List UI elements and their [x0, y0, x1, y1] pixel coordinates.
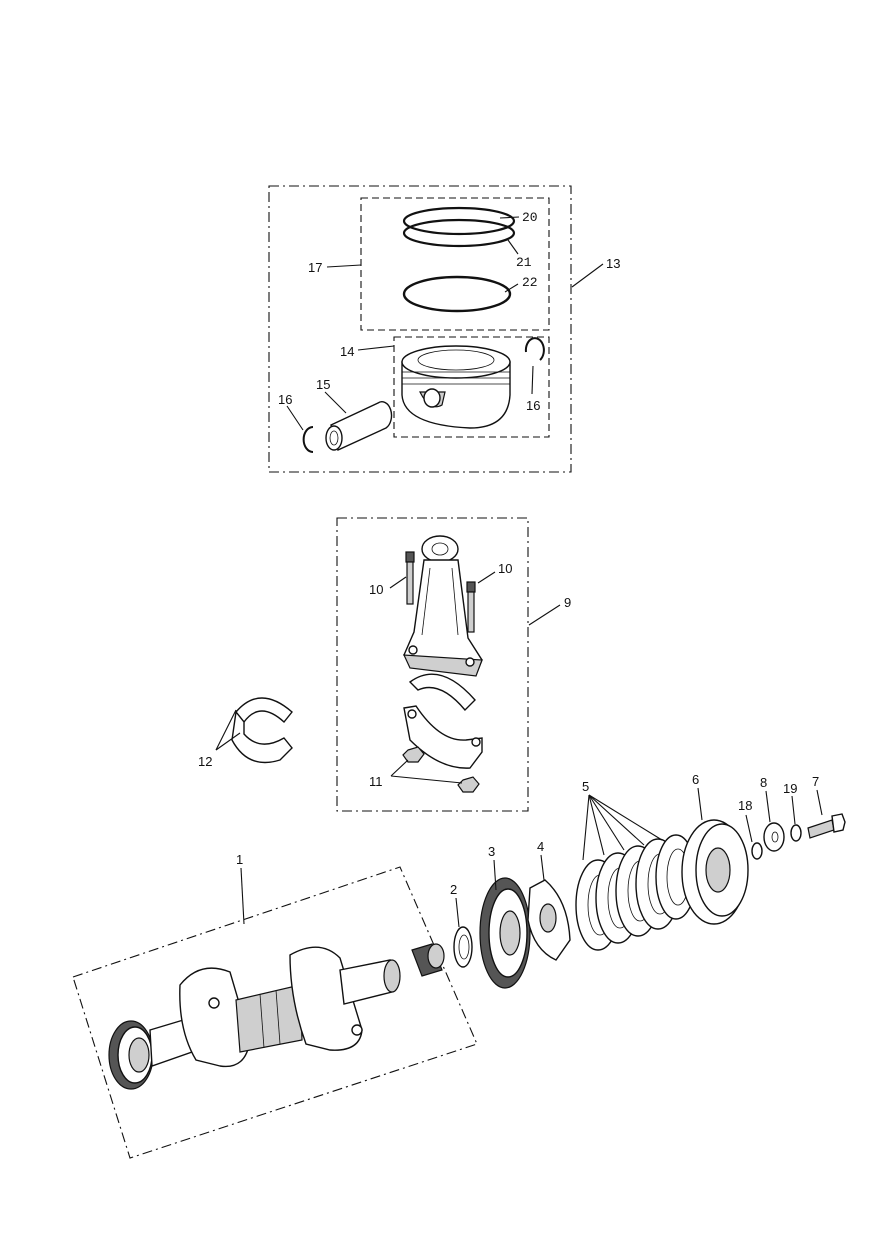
- conrod-group-box: [336, 517, 529, 812]
- callout-17: 17: [308, 260, 322, 275]
- callout-21: 21: [516, 255, 532, 270]
- callout-3: 3: [488, 844, 495, 859]
- drive-hub: [527, 879, 571, 961]
- callout-7: 7: [812, 774, 819, 789]
- circlip-left: [302, 426, 314, 453]
- bearing-shell-upper: [408, 673, 476, 712]
- main-bearing-shells: 12: [198, 697, 293, 769]
- crankshaft-box: [72, 866, 478, 1159]
- conrod-cap: [403, 705, 483, 769]
- piston-assembly-group: 20 21 22 17 13 14 15 16 16: [268, 185, 620, 473]
- callout-20: 20: [522, 210, 538, 225]
- callout-5: 5: [582, 779, 589, 794]
- piston-ring-top: [402, 206, 516, 248]
- callout-19: 19: [783, 781, 797, 796]
- washer-19: [790, 824, 802, 842]
- callout-2: 2: [450, 882, 457, 897]
- clutch-springs: [575, 834, 697, 951]
- piston-box: [393, 336, 550, 438]
- callout-1: 1: [236, 852, 243, 867]
- piston-group-box: [268, 185, 572, 473]
- callout-16-left: 16: [278, 392, 292, 407]
- washer-8: [763, 822, 785, 852]
- callout-14: 14: [340, 344, 354, 359]
- callout-10-right: 10: [498, 561, 512, 576]
- callout-22: 22: [522, 275, 538, 290]
- callout-13: 13: [606, 256, 620, 271]
- conrod-bolt-right: [466, 581, 476, 633]
- crankshaft: [149, 946, 401, 1068]
- crankshaft-group: 1: [72, 852, 478, 1159]
- gudgeon-pin: [325, 401, 393, 451]
- conrod-assembly-group: 10 10 9 11: [336, 517, 571, 812]
- callout-9: 9: [564, 595, 571, 610]
- callout-11: 11: [369, 774, 383, 789]
- crank-end-gear: [108, 1020, 154, 1090]
- piston: [401, 345, 511, 429]
- crank-drive-gear: [479, 877, 531, 989]
- circlip-right: [524, 337, 545, 361]
- callout-16-right: 16: [526, 398, 540, 413]
- callout-12: 12: [198, 754, 212, 769]
- callout-8: 8: [760, 775, 767, 790]
- thrust-washer: [453, 926, 473, 968]
- callout-4: 4: [537, 839, 544, 854]
- callout-18: 18: [738, 798, 752, 813]
- oil-control-ring: [402, 275, 512, 313]
- cap-nut-right: [457, 776, 480, 793]
- callout-15: 15: [316, 377, 330, 392]
- pulley-bolt: [807, 813, 846, 839]
- drive-pulley: [681, 819, 749, 925]
- needle-roller-bearing: [411, 943, 445, 977]
- callout-10-left: 10: [369, 582, 383, 597]
- conrod-bolt-left: [405, 551, 415, 605]
- cap-nut-left: [402, 746, 425, 763]
- ring-set-box: [360, 197, 550, 331]
- callout-6: 6: [692, 772, 699, 787]
- connecting-rod: [403, 535, 483, 677]
- washer-18: [751, 842, 763, 860]
